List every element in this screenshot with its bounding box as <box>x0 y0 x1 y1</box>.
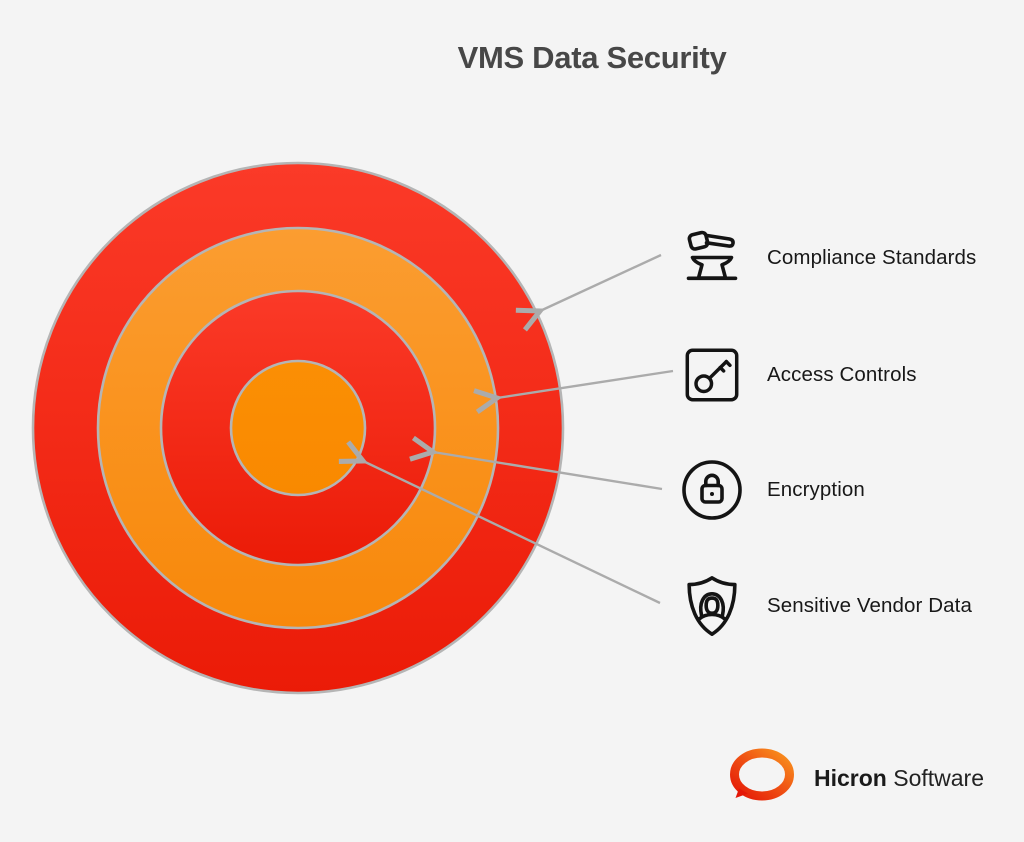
arrow-sensitive-vendor-data <box>338 440 661 605</box>
legend-item-access-controls: Access Controls <box>678 341 917 409</box>
brand-footer: Hicron Software <box>725 747 984 810</box>
ring-sensitive-vendor-data <box>229 359 367 497</box>
legend-item-encryption: Encryption <box>678 456 865 524</box>
page-title: VMS Data Security <box>457 40 727 75</box>
legend-label: Encryption <box>767 478 865 501</box>
hicron-logo-icon <box>725 747 797 810</box>
legend-item-sensitive-vendor-data: Sensitive Vendor Data <box>678 572 972 640</box>
legend-label: Compliance Standards <box>767 246 977 269</box>
arrow-encryption <box>409 435 663 491</box>
arrow-compliance-standards <box>515 253 662 332</box>
legend-item-compliance-standards: Compliance Standards <box>678 224 976 292</box>
padlock-circle-icon <box>678 456 746 524</box>
arrow-access-controls <box>473 369 674 415</box>
key-icon <box>678 341 746 409</box>
legend-label: Sensitive Vendor Data <box>767 594 972 617</box>
brand-name-regular: Software <box>893 765 984 791</box>
shield-person-icon <box>678 572 746 640</box>
gavel-icon <box>678 224 746 292</box>
brand-name: Hicron Software <box>814 765 984 792</box>
brand-name-bold: Hicron <box>814 765 887 791</box>
legend-label: Access Controls <box>767 363 917 386</box>
